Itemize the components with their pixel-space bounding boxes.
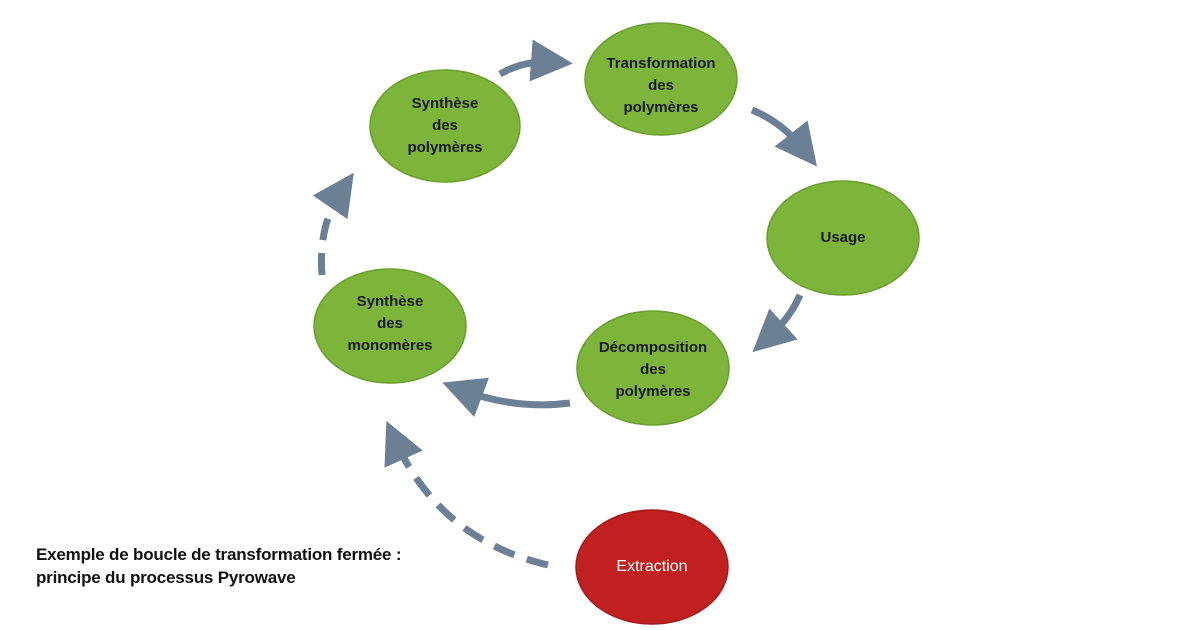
- arrow-transformation-to-usage: [750, 106, 817, 167]
- node-transformation-polymeres: Transformation des polymères: [584, 22, 738, 136]
- node-label-line: Usage: [820, 229, 865, 246]
- arrow-decomposition-to-monomers: [442, 377, 571, 418]
- diagram-caption: Exemple de boucle de transformation ferm…: [36, 543, 402, 589]
- node-label-line: des: [432, 117, 458, 134]
- node-label-line: Extraction: [616, 558, 687, 575]
- arrow-usage-to-decomposition: [752, 293, 804, 353]
- node-extraction: Extraction: [575, 509, 729, 625]
- node-label-line: polymères: [623, 99, 698, 116]
- arrows: [312, 39, 817, 569]
- node-label-line: monomères: [347, 337, 432, 354]
- node-label-line: Décomposition: [599, 339, 707, 356]
- node-label-line: des: [377, 315, 403, 332]
- node-label-line: Synthèse: [412, 95, 479, 112]
- node-synthese-monomeres: Synthèse des monomères: [313, 268, 467, 384]
- arrow-monomers-to-polymers-dashed: [312, 172, 354, 276]
- caption-line-2: principe du processus Pyrowave: [36, 568, 296, 587]
- node-label-line: polymères: [615, 383, 690, 400]
- node-label-line: des: [648, 77, 674, 94]
- caption-line-1: Exemple de boucle de transformation ferm…: [36, 545, 402, 564]
- arrow-synthesis-to-transformation: [498, 39, 573, 82]
- node-synthese-polymeres: Synthèse des polymères: [369, 69, 521, 183]
- node-label-line: Synthèse: [357, 293, 424, 310]
- node-label-line: polymères: [407, 139, 482, 156]
- arrow-extraction-to-monomers-dashed: [384, 420, 549, 569]
- node-label-line: Transformation: [606, 55, 715, 72]
- node-label-line: des: [640, 361, 666, 378]
- node-decomposition-polymeres: Décomposition des polymères: [576, 310, 730, 426]
- node-usage: Usage: [766, 180, 920, 296]
